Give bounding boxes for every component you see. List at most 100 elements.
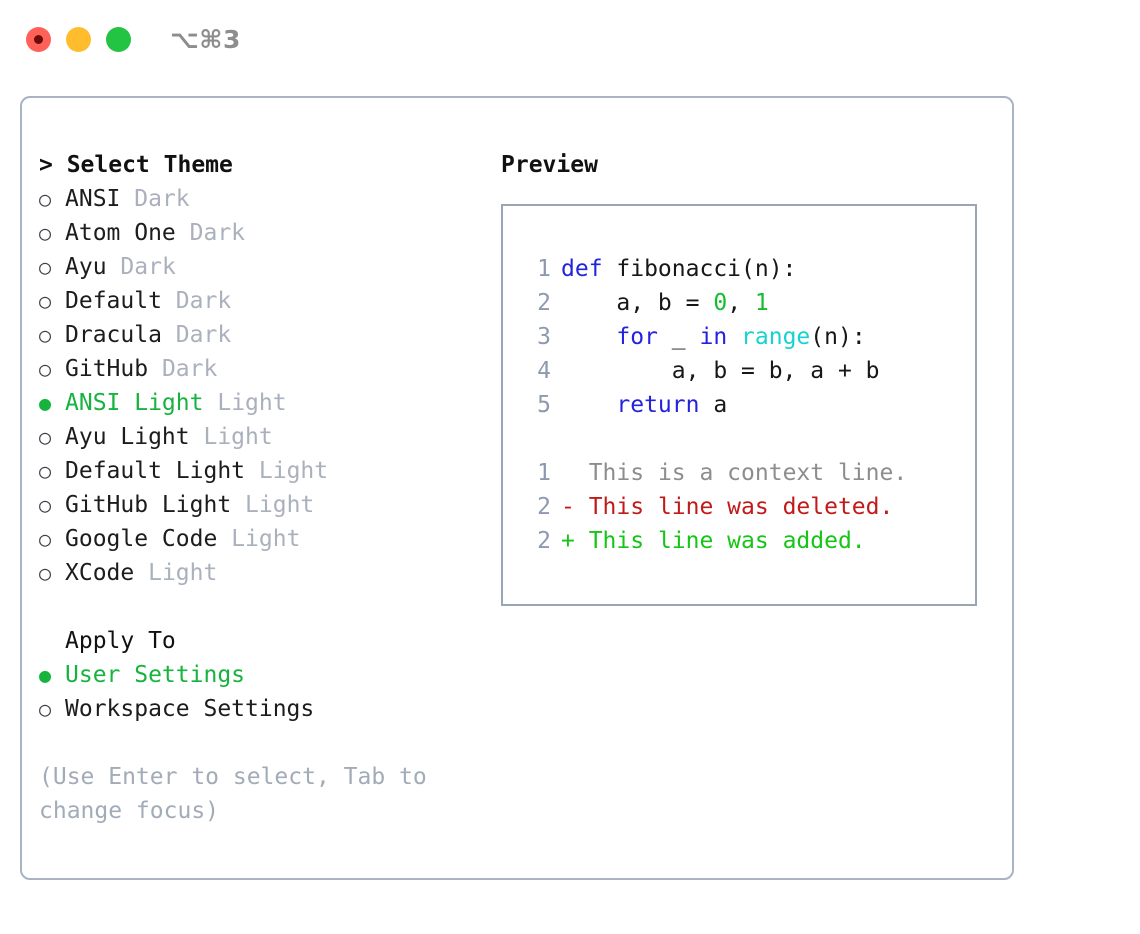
theme-option-default[interactable]: ○Default Dark bbox=[39, 284, 479, 318]
apply-to-heading: Apply To bbox=[65, 628, 176, 654]
theme-option-kind: Light bbox=[245, 492, 315, 518]
code-line-content: return a bbox=[561, 388, 727, 422]
radio-unselected-icon: ○ bbox=[39, 459, 52, 483]
theme-option-dracula[interactable]: ○Dracula Dark bbox=[39, 318, 479, 352]
diff-marker bbox=[561, 456, 575, 490]
code-token: fibonacci(n): bbox=[616, 256, 797, 282]
keyboard-shortcut-label: ⌥⌘3 bbox=[170, 24, 241, 54]
theme-option-kind: Light bbox=[217, 390, 287, 416]
theme-picker-heading: > Select Theme bbox=[39, 152, 233, 178]
theme-option-kind: Dark bbox=[175, 322, 232, 348]
theme-option-name: Dracula bbox=[65, 322, 162, 348]
theme-option-name: Default Light bbox=[65, 458, 246, 484]
theme-option-github-light[interactable]: ○GitHub Light Light bbox=[39, 488, 479, 522]
diff-marker: - bbox=[561, 494, 575, 520]
theme-option-kind: Light bbox=[231, 526, 301, 552]
radio-unselected-icon: ○ bbox=[39, 357, 52, 381]
radio-unselected-icon: ○ bbox=[39, 289, 52, 313]
radio-unselected-icon: ○ bbox=[39, 561, 52, 585]
spacer bbox=[190, 420, 204, 454]
spacer bbox=[107, 250, 121, 284]
code-line-content: a, b = 0, 1 bbox=[561, 286, 769, 320]
apply-to-option-list[interactable]: ●User Settings ○ Workspace Settings bbox=[39, 658, 479, 726]
code-line-number: 4 bbox=[537, 358, 551, 384]
radio-unselected-icon: ○ bbox=[39, 255, 52, 279]
diff-line-text: This is a context line. bbox=[574, 460, 908, 486]
theme-option-google-code[interactable]: ○ Google Code Light bbox=[39, 522, 479, 556]
code-line-number: 2 bbox=[537, 290, 551, 316]
code-token: a bbox=[699, 392, 728, 418]
code-token: for bbox=[616, 324, 658, 350]
code-token: def bbox=[561, 256, 617, 282]
spacer bbox=[162, 318, 176, 352]
maximize-window-button[interactable] bbox=[106, 26, 131, 52]
radio-unselected-icon: ○ bbox=[39, 697, 52, 721]
close-window-button[interactable] bbox=[26, 26, 51, 52]
apply-to-option-workspace-settings[interactable]: ○ Workspace Settings bbox=[39, 692, 479, 726]
code-line: 1 def fibonacci(n): bbox=[521, 252, 975, 286]
spacer bbox=[245, 454, 259, 488]
theme-option-atom-one[interactable]: ○Atom One Dark bbox=[39, 216, 479, 250]
title-bar: ⌥⌘3 bbox=[0, 0, 1140, 78]
code-token: in bbox=[699, 324, 728, 350]
theme-option-kind: Light bbox=[148, 560, 218, 586]
diff-line-text: This line was added. bbox=[574, 528, 866, 554]
keyboard-hint-text: (Use Enter to select, Tab to change focu… bbox=[39, 764, 441, 824]
apply-to-option-user-settings[interactable]: ●User Settings bbox=[39, 658, 479, 692]
theme-option-kind: Dark bbox=[161, 356, 218, 382]
theme-option-github[interactable]: ○ GitHub Dark bbox=[39, 352, 479, 386]
theme-option-list[interactable]: ○ANSI Dark○Atom One Dark○Ayu Dark○Defaul… bbox=[39, 182, 479, 590]
theme-option-name: Default bbox=[65, 288, 162, 314]
apply-to-option-name: Workspace Settings bbox=[65, 696, 315, 722]
spacer bbox=[134, 556, 148, 590]
theme-option-ansi[interactable]: ○ANSI Dark bbox=[39, 182, 479, 216]
theme-option-name: ANSI Light bbox=[65, 390, 204, 416]
theme-option-kind: Dark bbox=[189, 220, 246, 246]
code-line-content: for _ in range(n): bbox=[561, 320, 865, 354]
theme-option-ansi-light[interactable]: ●ANSI Light Light bbox=[39, 386, 479, 420]
code-line-number: 5 bbox=[537, 392, 551, 418]
code-token: a, b = bbox=[561, 290, 714, 316]
spacer bbox=[162, 284, 176, 318]
code-line-number: 1 bbox=[537, 256, 551, 282]
theme-option-name: GitHub bbox=[65, 356, 149, 382]
theme-picker-column: > Select Theme ○ANSI Dark○Atom One Dark○… bbox=[39, 148, 479, 828]
diff-line: 2+ This line was added. bbox=[521, 524, 975, 558]
diff-line: 1 This is a context line. bbox=[521, 456, 975, 490]
theme-option-ayu[interactable]: ○Ayu Dark bbox=[39, 250, 479, 284]
main-panel: > Select Theme ○ANSI Dark○Atom One Dark○… bbox=[20, 96, 1014, 880]
diff-line: 2- This line was deleted. bbox=[521, 490, 975, 524]
spacer bbox=[120, 182, 134, 216]
theme-option-ayu-light[interactable]: ○ Ayu Light Light bbox=[39, 420, 479, 454]
diff-line-number: 1 bbox=[537, 460, 551, 486]
diff-sample: 1 This is a context line.2- This line wa… bbox=[521, 456, 975, 558]
code-spacer bbox=[521, 422, 975, 456]
theme-option-xcode[interactable]: ○ XCode Light bbox=[39, 556, 479, 590]
apply-to-option-name: User Settings bbox=[65, 662, 246, 688]
code-token: return bbox=[616, 392, 700, 418]
code-line: 3 for _ in range(n): bbox=[521, 320, 975, 354]
radio-unselected-icon: ○ bbox=[39, 425, 52, 449]
code-token: , bbox=[727, 290, 755, 316]
spacer bbox=[231, 488, 245, 522]
code-token: 1 bbox=[754, 290, 769, 316]
theme-option-kind: Dark bbox=[120, 254, 176, 280]
diff-marker: + bbox=[561, 528, 575, 554]
radio-unselected-icon: ○ bbox=[39, 187, 52, 211]
radio-unselected-icon: ○ bbox=[39, 527, 52, 551]
code-token bbox=[561, 324, 616, 350]
code-token: a, b = b, a + b bbox=[561, 358, 880, 384]
theme-option-kind: Light bbox=[203, 424, 273, 450]
preview-heading: Preview bbox=[501, 152, 598, 178]
minimize-window-button[interactable] bbox=[66, 26, 91, 52]
code-line-content: a, b = b, a + b bbox=[561, 354, 880, 388]
diff-line-number: 2 bbox=[537, 494, 551, 520]
theme-option-default-light[interactable]: ○Default Light Light bbox=[39, 454, 479, 488]
theme-option-name: XCode bbox=[65, 560, 135, 586]
theme-option-name: Google Code bbox=[65, 526, 218, 552]
spacer bbox=[203, 386, 217, 420]
code-token: 0 bbox=[713, 290, 728, 316]
theme-option-name: Ayu Light bbox=[65, 424, 190, 450]
